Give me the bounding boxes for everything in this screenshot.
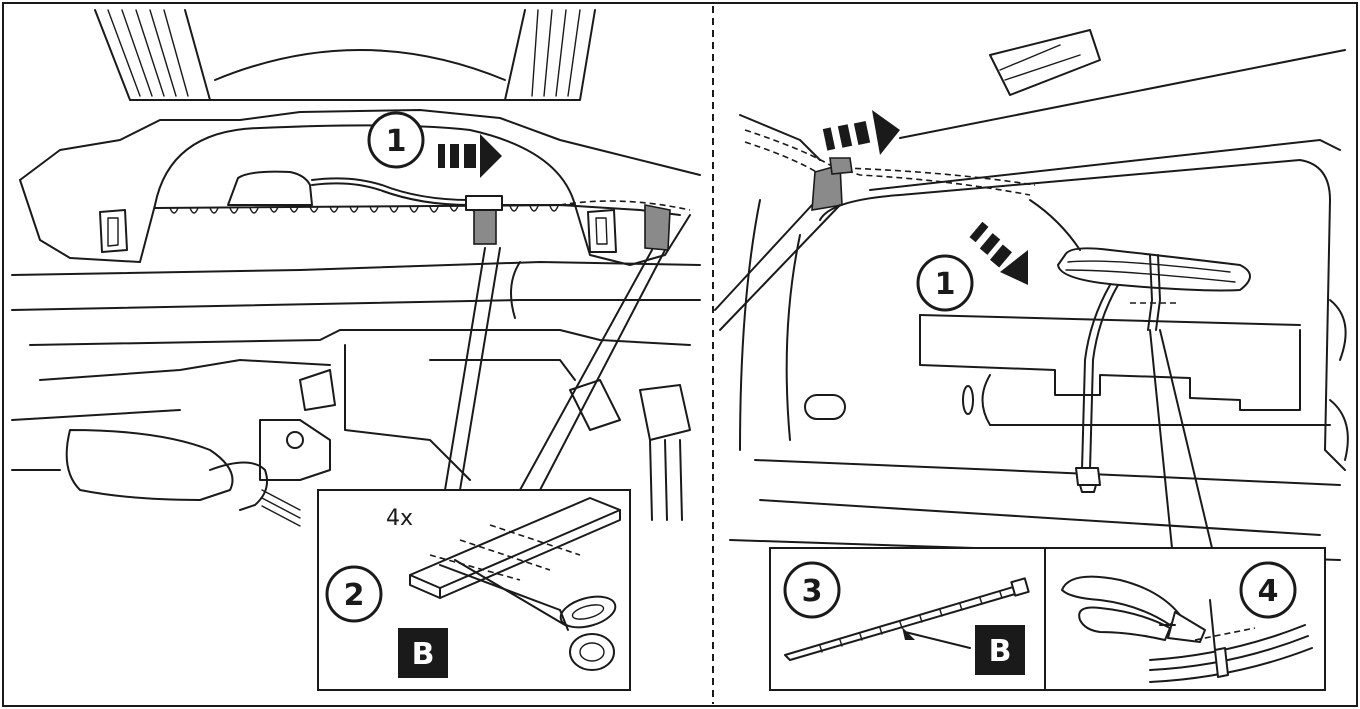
cable-tie-icon (784, 577, 1030, 661)
step-3-label: 3 (802, 574, 823, 609)
part-b-badge-right (975, 625, 1025, 675)
cable-bundle (1149, 599, 1313, 683)
step-1-badge (367, 111, 425, 169)
adhesive-clip-corner-top (829, 157, 853, 175)
scissors-icon (439, 559, 617, 671)
motion-arrow-icon (969, 221, 1028, 285)
sensor-module (227, 170, 681, 216)
step-2-badge (325, 565, 383, 623)
coiled-cable (1029, 199, 1251, 493)
callout-lines-right (714, 204, 1213, 549)
step-1-badge-right (916, 254, 974, 312)
step-2-label: 2 (344, 578, 365, 613)
step-4-label: 4 (1258, 574, 1279, 609)
rear-bracket (11, 109, 701, 319)
step-3-badge (783, 561, 841, 619)
left-panel: 1 4x (11, 9, 701, 691)
motion-arrow-icon (438, 134, 502, 178)
part-b-label-left: B (412, 637, 435, 672)
motion-arrow-icon (822, 110, 900, 155)
cutting-pliers-icon (1061, 575, 1206, 643)
adhesive-clip-right (644, 204, 671, 251)
liftgate-body (729, 29, 1349, 561)
inset-step-2: 4x 2 B (317, 489, 631, 691)
callout-lines (444, 247, 666, 491)
part-b-badge-left (398, 628, 448, 678)
step-4-badge (1239, 561, 1297, 619)
step-1-label-right: 1 (935, 267, 956, 302)
cable-channel (154, 204, 576, 214)
step-1-label: 1 (386, 124, 407, 159)
adhesive-quantity: 4x (386, 506, 413, 531)
seat-back-rails (94, 9, 596, 101)
part-b-label-right: B (989, 634, 1012, 669)
right-panel: 1 3 B (714, 29, 1349, 691)
inset-step-3-4: 3 B (769, 547, 1326, 691)
mounting-plate (804, 314, 1331, 426)
mount-slots (99, 209, 617, 253)
pointer-arrowhead (902, 627, 915, 640)
clip-cap (465, 195, 503, 211)
lower-body-shapes (11, 329, 691, 527)
cable-route-dashed (559, 200, 691, 211)
